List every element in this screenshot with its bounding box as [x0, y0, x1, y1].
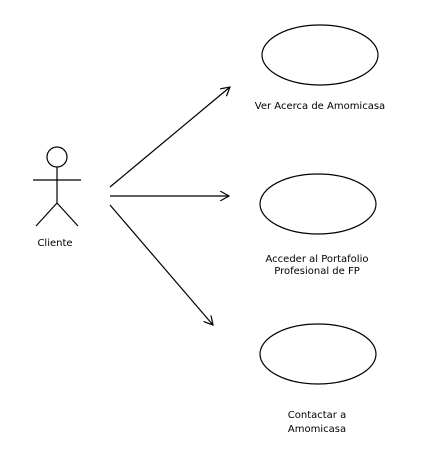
use-case-contactar-label-line1: Contactar a: [288, 410, 346, 421]
use-case-acceder-portafolio-ellipse: [259, 173, 377, 235]
use-case-acceder-portafolio-label-line2: Profesional de FP: [274, 266, 360, 277]
use-case-ver-acerca-ellipse: [261, 24, 379, 86]
actor-head: [46, 146, 68, 168]
actor-right-leg: [56, 202, 79, 227]
association-arrow-contactar: [109, 204, 213, 325]
use-case-ver-acerca-label: Ver Acerca de Amomicasa: [255, 101, 385, 112]
actor-cliente: [33, 146, 81, 227]
use-case-acceder-portafolio-label-line1: Acceder al Portafolio: [266, 254, 369, 265]
use-case-contactar-label-line2: Amomicasa: [288, 424, 346, 435]
use-case-contactar-ellipse: [259, 323, 377, 385]
actor-label: Cliente: [37, 238, 72, 249]
actor-left-leg: [35, 202, 58, 227]
association-arrow-ver-acerca: [109, 87, 230, 188]
